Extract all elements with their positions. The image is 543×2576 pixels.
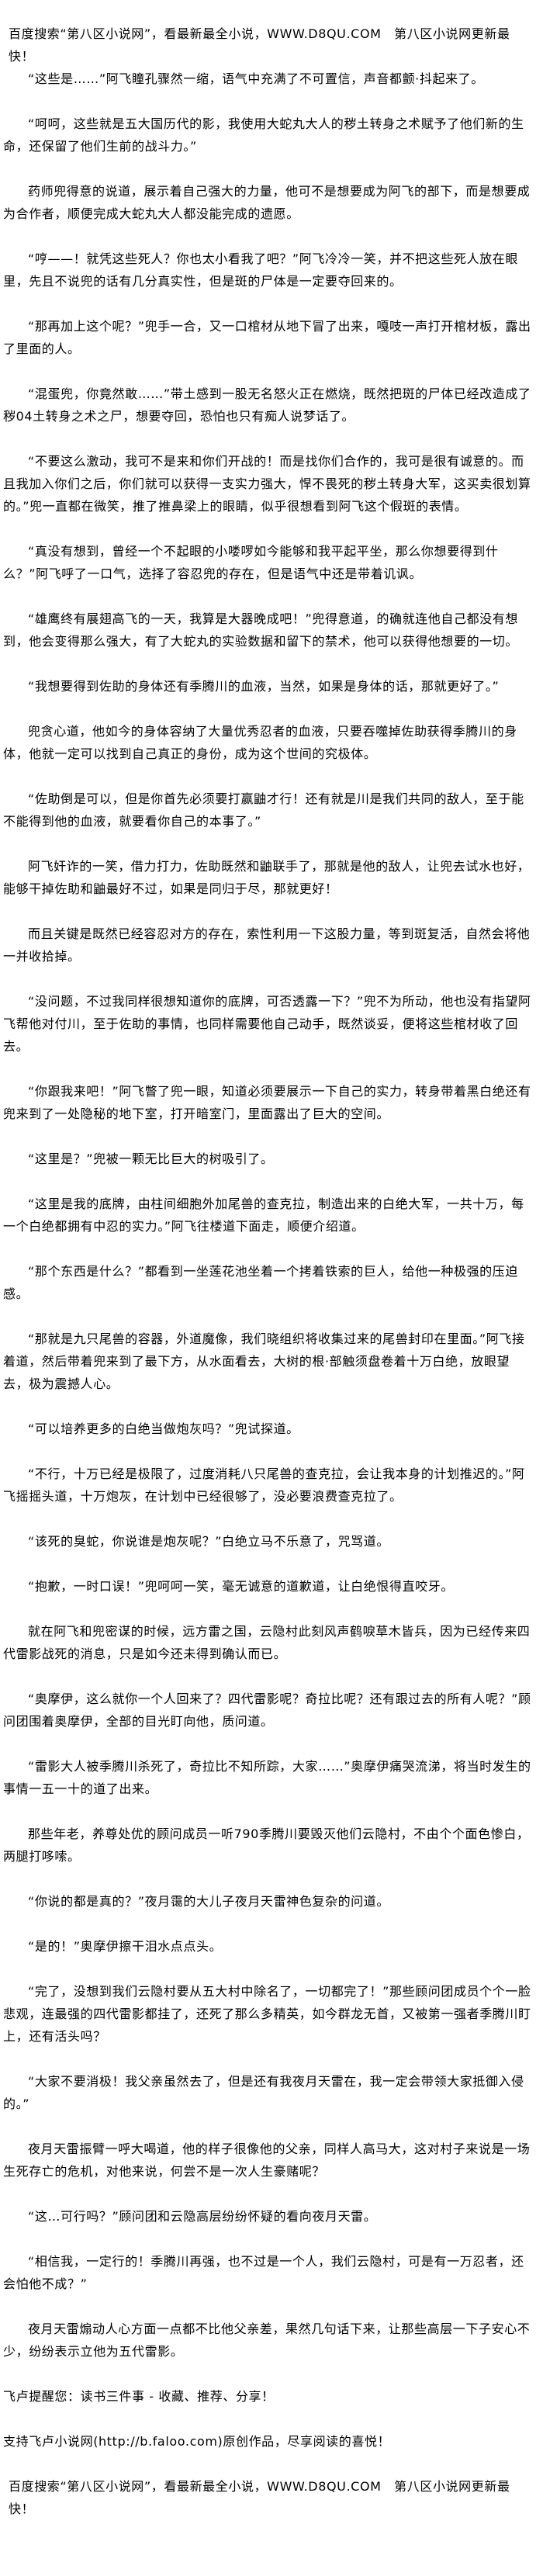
paragraph: 就在阿飞和兜密谋的时候，远方雷之国，云隐村此刻风声鹤唳草木皆兵，因为已经传来四代…: [3, 1624, 531, 1661]
chapter-body: “这些是……”阿飞瞳孔骤然一缩，语气中充满了不可置信，声音都颤·抖起来了。 “呵…: [3, 68, 535, 2363]
paragraph: “奥摩伊，这么就你一个人回来了？四代雷影呢？奇拉比呢？还有跟过去的所有人呢？”顾…: [3, 1691, 531, 1729]
paragraph: 药师兜得意的说道，展示着自己强大的力量，他可不是想要成为阿飞的部下，而是想要成为…: [3, 184, 531, 221]
paragraph: 夜月天雷振臂一呼大喝道，他的样子很像他的父亲，同样人高马大，这对村子来说是一场生…: [3, 2141, 531, 2179]
site-banner-bottom: 百度搜索“第八区小说网”，看最新最全小说，WWW.D8QU.COM 第八区小说网…: [9, 2479, 510, 2516]
paragraph: 而且关键是既然已经容忍对方的存在，索性利用一下这股力量，等到斑复活，自然会将他一…: [3, 926, 531, 964]
paragraph: “雷影大人被季腾川杀死了，奇拉比不知所踪，大家……”奥摩伊痛哭流涕，将当时发生的…: [3, 1759, 531, 1796]
paragraph: “不要这么激动，我可不是来和你们开战的！而是找你们合作的，我可是很有诚意的。而且…: [3, 454, 531, 514]
reading-reminder: 飞卢提醒您：读书三件事 - 收藏、推荐、分享！: [3, 2389, 275, 2404]
paragraph: “这里是我的底牌，由柱间细胞外加尾兽的查克拉，制造出来的白绝大军，一共十万，每一…: [3, 1196, 524, 1234]
paragraph: “佐助倒是可以，但是你首先必须要打赢鼬才行！还有就是川是我们共同的敌人，至于能不…: [3, 791, 524, 829]
paragraph: “这…可行吗？”顾问团和云隐高层纷纷怀疑的看向夜月天雷。: [28, 2209, 377, 2224]
chapter-page: 百度搜索“第八区小说网”，看最新最全小说，WWW.D8QU.COM 第八区小说网…: [3, 26, 535, 2516]
paragraph: “雄鹰终有展翅高飞的一天，我算是大器晚成吧！”兜得意道，的确就连他自己都没有想到…: [3, 611, 519, 649]
paragraph: “完了，没想到我们云隐村要从五大村中除名了，一切都完了！”那些顾问团成员个个一脸…: [3, 1984, 531, 2044]
paragraph: 那些年老，养尊处优的顾问成员一听790季腾川要毁灭他们云隐村，不由个个面色惨白，…: [3, 1826, 530, 1864]
paragraph: “混蛋兜，你竟然敢……”带土感到一股无名怒火正在燃烧，既然把斑的尸体已经改造成了…: [3, 386, 531, 424]
paragraph: “哼——！就凭这些死人？你也太小看我了吧？”阿飞冷冷一笑，并不把这些死人放在眼里…: [3, 251, 518, 289]
paragraph: “大家不要消极！我父亲虽然去了，但是还有我夜月天雷在，我一定会带领大家抵御入侵的…: [3, 2074, 524, 2111]
paragraph: “没问题，不过我同样很想知道你的底牌，可否透露一下？”兜不为所动，他也没有指望阿…: [3, 994, 531, 1054]
paragraph: “那就是九只尾兽的容器，外道魔像，我们晓组织将收集过来的尾兽封印在里面。”阿飞接…: [3, 1331, 525, 1391]
paragraph: “那再加上这个呢？”兜手一合，又一口棺材从地下冒了出来，嘎吱一声打开棺材板，露出…: [3, 319, 531, 356]
paragraph: “不行，十万已经是极限了，过度消耗八只尾兽的查克拉，会让我本身的计划推迟的。”阿…: [3, 1466, 525, 1504]
paragraph: “这些是……”阿飞瞳孔骤然一缩，语气中充满了不可置信，声音都颤·抖起来了。: [28, 71, 484, 86]
paragraph: “真没有想到，曾经一个不起眼的小喽啰如今能够和我平起平坐，那么你想要得到什么？”…: [3, 544, 499, 581]
paragraph: “该死的臭蛇，你说谁是炮灰呢？”白绝立马不乐意了，咒骂道。: [28, 1534, 389, 1549]
paragraph: “呵呵，这些就是五大国历代的影，我使用大蛇丸大人的秽土转身之术赋予了他们新的生命…: [3, 116, 524, 154]
paragraph: 兜贪心道，他如今的身体容纳了大量优秀忍者的血液，只要吞噬掉佐助获得季腾川的身体，…: [3, 724, 517, 761]
paragraph: “你说的都是真的？”夜月霭的大儿子夜月天雷神色复杂的问道。: [28, 1894, 389, 1909]
paragraph: 夜月天雷煽动人心方面一点都不比他父亲差，果然几句话下来，让那些高层一下子安心不少…: [3, 2322, 531, 2359]
paragraph: “那个东西是什么？”都看到一坐莲花池坐着一个拷着铁索的巨人，给他一种极强的压迫感…: [3, 1264, 518, 1301]
paragraph: “可以培养更多的白绝当做炮灰吗？”兜试探道。: [28, 1421, 299, 1436]
paragraph: 阿飞奸诈的一笑，借力打力，佐助既然和鼬联手了，那就是他的敌人，让兜去试水也好，能…: [3, 859, 531, 896]
support-notice: 支持飞卢小说网(http://b.faloo.com)原创作品，尽享阅读的喜悦！: [3, 2434, 391, 2449]
paragraph: “是的！”奥摩伊擦干泪水点点头。: [28, 1939, 223, 1954]
site-banner-top: 百度搜索“第八区小说网”，看最新最全小说，WWW.D8QU.COM 第八区小说网…: [9, 26, 510, 64]
paragraph: “相信我，一定行的！季腾川再强，也不过是一个人，我们云隐村，可是有一万忍者，还会…: [3, 2254, 524, 2291]
paragraph: “我想要得到佐助的身体还有季腾川的血液，当然，如果是身体的话，那就更好了。”: [28, 679, 500, 694]
paragraph: “这里是？”兜被一颗无比巨大的树吸引了。: [28, 1151, 274, 1166]
paragraph: “抱歉，一时口误！”兜呵呵一笑，毫无诚意的道歉道，让白绝恨得直咬牙。: [28, 1579, 454, 1594]
paragraph: “你跟我来吧！”阿飞瞥了兜一眼，知道必须要展示一下自己的实力，转身带着黑白绝还有…: [3, 1084, 531, 1121]
